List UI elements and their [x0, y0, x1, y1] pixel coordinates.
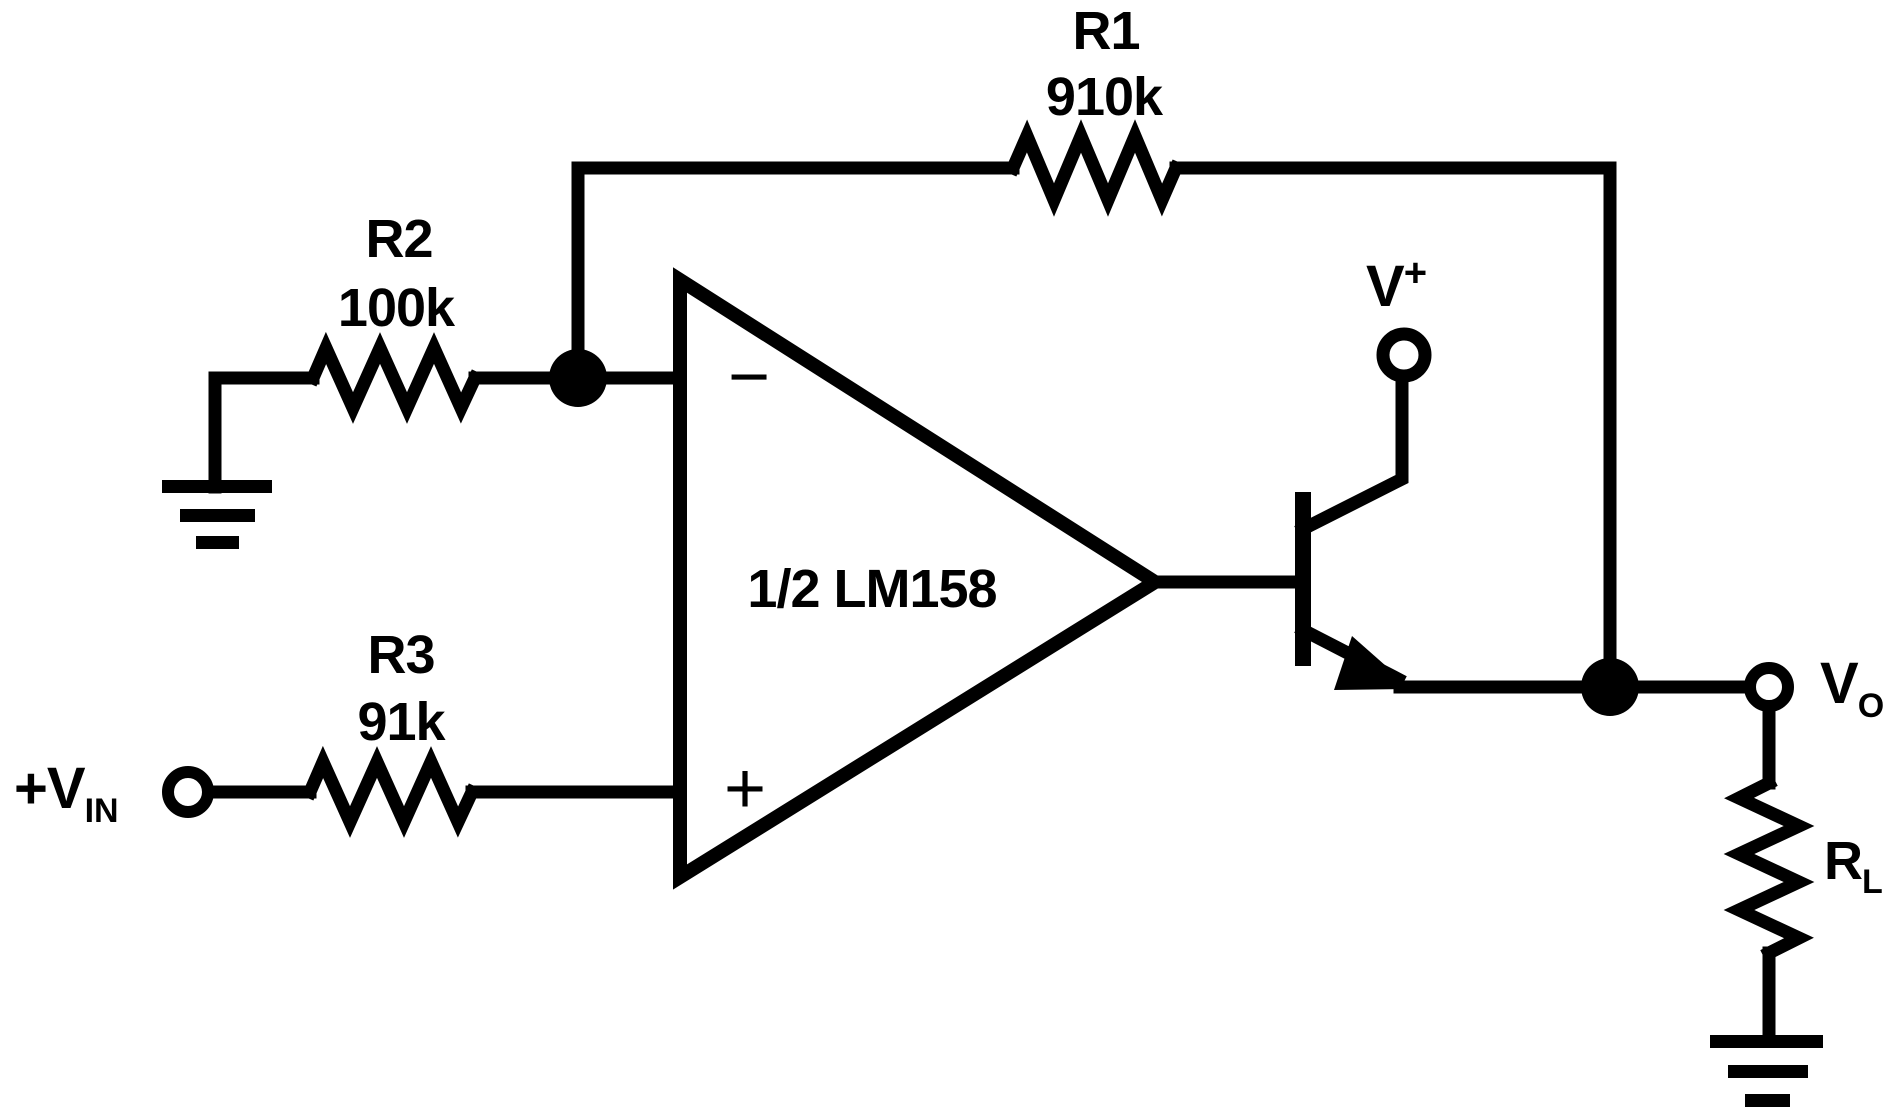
ground-bar-middle	[180, 509, 255, 522]
r3-name-label: R3	[367, 625, 435, 685]
ground-bar-top	[162, 480, 272, 493]
r2-value-label: 100k	[337, 278, 455, 338]
r1-name-label: R1	[1072, 1, 1140, 61]
transistor-collector-wire	[1294, 375, 1409, 538]
vout-label: VO	[1820, 655, 1884, 724]
vout-terminal	[1744, 662, 1794, 712]
vout-label-base: V	[1820, 651, 1859, 716]
ground-bar-top	[1710, 1035, 1823, 1048]
output-junction-dot	[1581, 658, 1639, 716]
r2-ground-wire	[208, 371, 320, 494]
vplus-label: V+	[1366, 253, 1427, 316]
emitter-arrowhead	[1334, 636, 1412, 690]
vout-label-subscript: O	[1857, 687, 1885, 725]
vin-terminal	[162, 766, 214, 818]
feedback-wire-right	[1169, 161, 1617, 667]
noninverting-input-symbol: +	[723, 749, 767, 829]
opamp-triangle	[673, 267, 1169, 890]
r3-resistor	[301, 745, 481, 838]
rl-label-subscript: L	[1862, 863, 1883, 901]
opamp-part-label: 1/2 LM158	[747, 559, 997, 619]
vplus-terminal	[1376, 327, 1432, 383]
r1-value-label: 910k	[1045, 67, 1163, 127]
r1-resistor	[1004, 119, 1185, 217]
inverting-input-symbol: −	[727, 337, 771, 417]
ground-symbol-right	[1710, 1035, 1823, 1107]
vplus-label-base: V	[1366, 254, 1405, 319]
vplus-label-superscript: +	[1403, 251, 1428, 295]
r2-name-label: R2	[365, 209, 433, 269]
r2-resistor	[304, 331, 484, 424]
rl-label: RL	[1824, 831, 1883, 899]
vin-label-base: +V	[14, 756, 86, 821]
vin-label: +VIN	[14, 760, 119, 829]
ground-bar-bottom	[1745, 1094, 1790, 1107]
feedback-wire-left	[571, 161, 1020, 387]
ground-bar-bottom	[196, 536, 239, 549]
inverting-junction-dot	[549, 349, 607, 407]
ground-symbol-left	[162, 480, 272, 549]
rl-resistor	[1723, 774, 1815, 962]
ground-bar-middle	[1728, 1065, 1808, 1078]
r3-value-label: 91k	[357, 692, 445, 752]
vin-label-subscript: IN	[84, 792, 119, 830]
rl-label-base: R	[1824, 831, 1863, 891]
